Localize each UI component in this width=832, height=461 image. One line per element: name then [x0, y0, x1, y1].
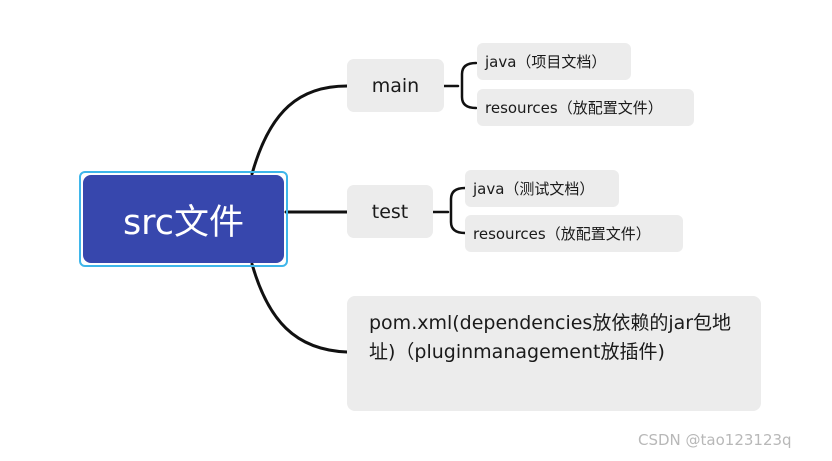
leaf-test-resources[interactable]: resources（放配置文件） [465, 215, 683, 252]
leaf-main-java[interactable]: java（项目文档） [477, 43, 631, 80]
leaf-label: resources（放配置文件） [485, 99, 663, 117]
leaf-label: java（测试文档） [473, 180, 595, 198]
leaf-main-resources[interactable]: resources（放配置文件） [477, 89, 694, 126]
leaf-label: resources（放配置文件） [473, 225, 651, 243]
connector-root-pom [250, 262, 349, 354]
branch-main-label: main [371, 74, 420, 97]
connector-main-children [442, 61, 478, 110]
leaf-test-java[interactable]: java（测试文档） [465, 170, 619, 207]
root-selection-outline [79, 171, 288, 267]
branch-pom[interactable]: pom.xml(dependencies放依赖的jar包地址)（pluginma… [347, 296, 761, 411]
watermark: CSDN @tao123123q [638, 431, 792, 449]
connector-root-main [250, 84, 349, 176]
branch-pom-label: pom.xml(dependencies放依赖的jar包地址)（pluginma… [369, 312, 732, 363]
branch-test-label: test [371, 200, 409, 223]
root-node[interactable]: src文件 [83, 175, 284, 263]
branch-test[interactable]: test [347, 185, 433, 238]
leaf-label: java（项目文档） [485, 53, 607, 71]
root-label: src文件 [122, 202, 245, 243]
connector-test-children [431, 186, 467, 235]
branch-main[interactable]: main [347, 59, 444, 112]
